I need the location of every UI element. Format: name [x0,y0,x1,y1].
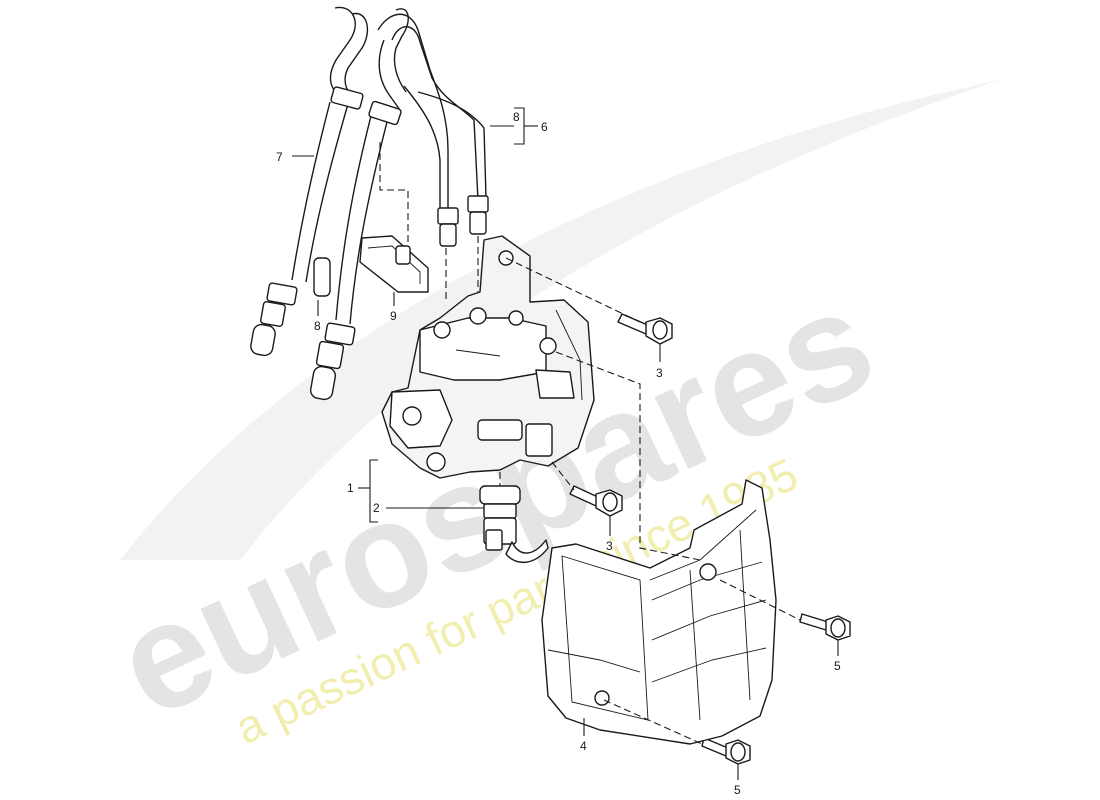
pressure-sensor [479,485,549,563]
callout-8: 8 [314,319,321,333]
leader-lines [292,107,839,780]
alignment-lines [379,142,801,745]
callout-9: 9 [390,309,397,323]
watermark-swoosh [120,80,1000,560]
cover [541,479,777,745]
callout-7: 7 [276,150,283,164]
callout-5-lower: 5 [734,783,741,797]
bolt-lower [569,485,623,517]
hose-assembly [250,6,409,401]
sleeve [313,257,331,297]
callout-1: 1 [347,481,354,495]
hydraulic-unit [381,235,595,479]
bolt-5-lower [701,737,751,765]
callout-5-upper: 5 [834,659,841,673]
metal-lines [377,13,489,247]
bolt-5-upper [799,613,851,641]
callout-3-lower: 3 [606,539,613,553]
callout-4: 4 [580,739,587,753]
bolt-upper [617,313,673,345]
callout-2: 2 [373,501,380,515]
callout-6: 6 [541,120,548,134]
bracket-clip [359,235,429,293]
callout-3-upper: 3 [656,366,663,380]
callouts: 7 8 6 8 9 3 1 2 3 5 4 5 [276,110,841,797]
callout-8-top: 8 [513,110,520,124]
